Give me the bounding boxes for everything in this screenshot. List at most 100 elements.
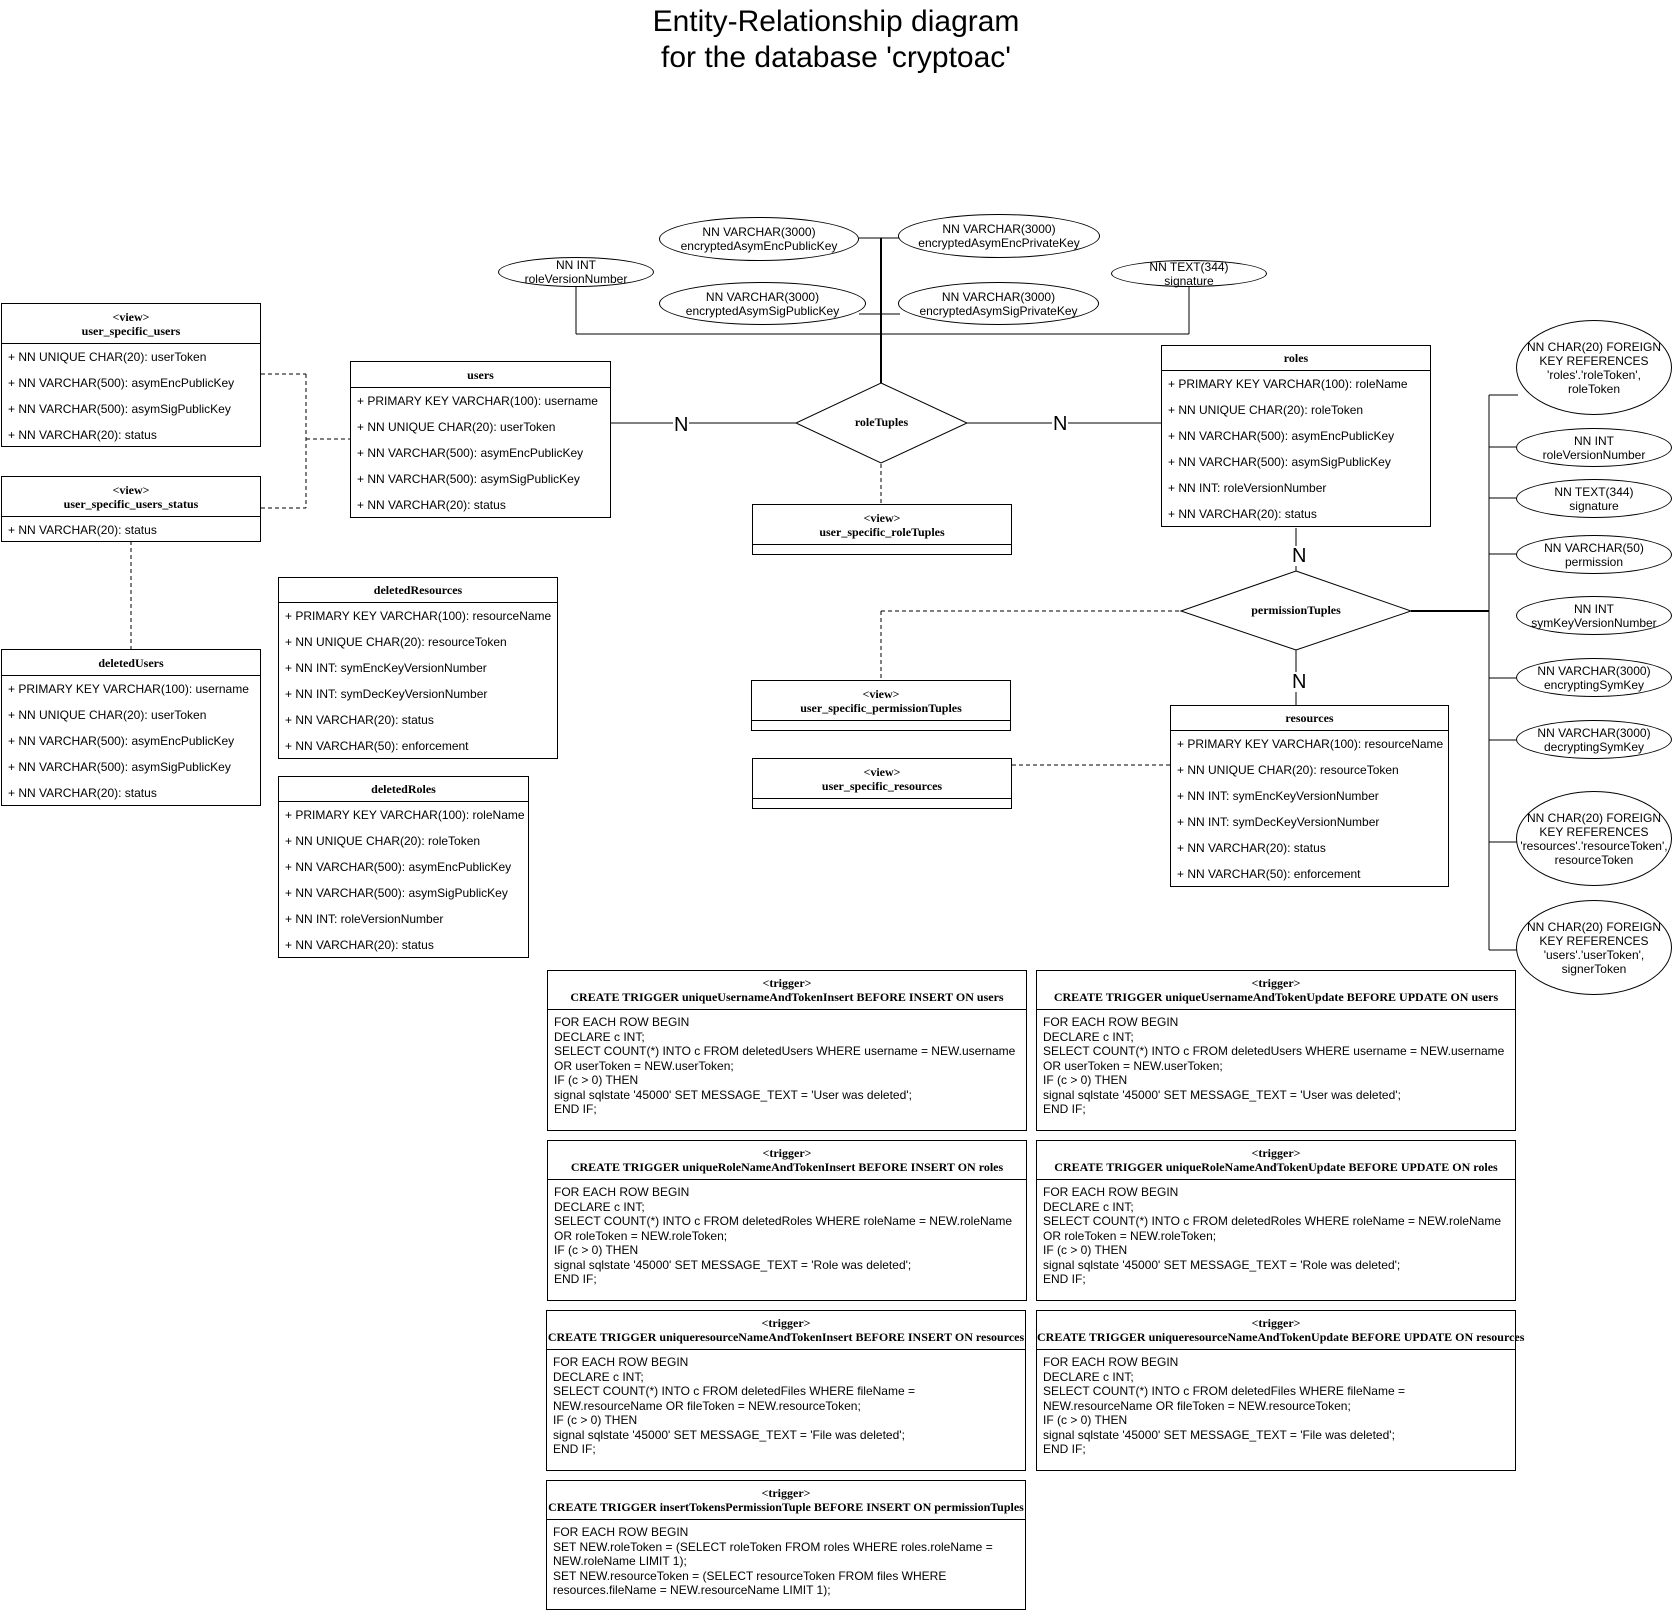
table-header: users (351, 362, 610, 388)
attr-name: encryptedAsymEncPrivateKey (918, 236, 1080, 250)
view-header: <view> user_specific_users (2, 304, 260, 344)
attr-roleTuples-signature: NN TEXT(344)signature (1111, 259, 1267, 288)
trigger-body: FOR EACH ROW BEGIN DECLARE c INT; SELECT… (554, 1185, 1012, 1286)
attr-name: signature (1164, 273, 1214, 288)
attr-permissionTuples-permission: NN VARCHAR(50)permission (1516, 535, 1672, 574)
trigger-header: <trigger> CREATE TRIGGER uniqueRoleNameA… (1037, 1141, 1515, 1180)
attr-text: 'roles'.'roleToken', (1547, 367, 1641, 382)
trigger-stereotype: <trigger> (1251, 1146, 1301, 1160)
column-row: + NN INT: symDecKeyVersionNumber (1177, 815, 1380, 829)
table-header: roles (1162, 346, 1430, 371)
attr-roleTuples-encryptedAsymEncPrivateKey: NN VARCHAR(3000)encryptedAsymEncPrivateK… (898, 214, 1100, 258)
attr-name: permission (1564, 554, 1623, 569)
view-name: user_specific_permissionTuples (800, 700, 962, 715)
view-user-specific-resources: <view> user_specific_resources (752, 758, 1012, 809)
permissionTuples-label: permissionTuples (1251, 603, 1341, 617)
trigger-body: FOR EACH ROW BEGIN DECLARE c INT; SELECT… (1043, 1185, 1501, 1286)
column-row: + NN VARCHAR(20): status (1168, 507, 1317, 521)
attr-roleTuples-encryptedAsymEncPublicKey: NN VARCHAR(3000)encryptedAsymEncPublicKe… (659, 217, 859, 261)
view-stereotype: <view> (862, 686, 900, 701)
view-header: <view> user_specific_users_status (2, 477, 260, 517)
trigger-name: CREATE TRIGGER uniqueresourceNameAndToke… (1037, 1330, 1525, 1344)
table-roles: roles + PRIMARY KEY VARCHAR(100): roleNa… (1161, 345, 1431, 527)
attr-name: symKeyVersionNumber (1531, 615, 1657, 630)
attr-name: encryptedAsymSigPrivateKey (919, 303, 1078, 318)
cardinality-resources-permissionTuples: N (1291, 671, 1308, 693)
trigger-uniqueRoleNameAndTokenUpdate: <trigger> CREATE TRIGGER uniqueRoleNameA… (1036, 1140, 1516, 1301)
attr-type: NN TEXT(344) (1554, 484, 1634, 499)
attr-type: NN VARCHAR(3000) (942, 222, 1056, 236)
column-row: + NN VARCHAR(20): status (285, 713, 434, 727)
column-row: + NN INT: roleVersionNumber (285, 912, 444, 926)
trigger-insertTokensPermissionTuple: <trigger> CREATE TRIGGER insertTokensPer… (546, 1480, 1026, 1610)
trigger-body: FOR EACH ROW BEGIN DECLARE c INT; SELECT… (1043, 1355, 1405, 1456)
column-row: + PRIMARY KEY VARCHAR(100): username (8, 682, 249, 696)
table-resources: resources + PRIMARY KEY VARCHAR(100): re… (1170, 705, 1449, 887)
view-user-specific-roleTuples: <view> user_specific_roleTuples (752, 504, 1012, 555)
attr-type: NN TEXT(344) (1149, 259, 1229, 274)
view-header: <view> user_specific_resources (753, 759, 1011, 799)
view-user-specific-users: <view> user_specific_users + NN UNIQUE C… (1, 303, 261, 447)
view-body (753, 545, 1011, 555)
trigger-name: CREATE TRIGGER uniqueUsernameAndTokenIns… (570, 990, 1004, 1004)
attr-roleTuples-encryptedAsymSigPublicKey: NN VARCHAR(3000)encryptedAsymSigPublicKe… (659, 282, 866, 325)
view-name: user_specific_resources (821, 778, 943, 793)
diagram-title-line2: for the database 'cryptoac' (661, 41, 1011, 74)
trigger-stereotype: <trigger> (1251, 976, 1301, 990)
cardinality-roles-permissionTuples: N (1291, 545, 1308, 567)
table-header: deletedUsers (2, 650, 260, 676)
column-row: + NN VARCHAR(500): asymSigPublicKey (1168, 455, 1391, 469)
trigger-header: <trigger> CREATE TRIGGER uniqueUsernameA… (1037, 971, 1515, 1010)
column-row: + NN INT: symEncKeyVersionNumber (285, 661, 487, 675)
column-row: + NN UNIQUE CHAR(20): resourceToken (1177, 763, 1399, 777)
table-deletedRoles: deletedRoles + PRIMARY KEY VARCHAR(100):… (278, 776, 529, 958)
view-stereotype: <view> (112, 482, 150, 497)
attr-name: decryptingSymKey (1543, 739, 1645, 754)
view-stereotype: <view> (112, 309, 150, 324)
view-stereotype: <view> (863, 510, 901, 525)
table-users: users + PRIMARY KEY VARCHAR(100): userna… (350, 361, 611, 518)
attr-type: NN VARCHAR(3000) (1537, 725, 1651, 740)
view-user-specific-users-status: <view> user_specific_users_status + NN V… (1, 476, 261, 542)
table-header: deletedResources (279, 578, 557, 603)
attr-text: NN CHAR(20) FOREIGN (1526, 339, 1661, 354)
column-row: + NN INT: symDecKeyVersionNumber (285, 687, 488, 701)
permissionTuples-diamond (1179, 570, 1413, 651)
column-row: + NN VARCHAR(500): asymSigPublicKey (285, 886, 508, 900)
attr-type: NN VARCHAR(3000) (702, 225, 816, 239)
column-row: + NN VARCHAR(500): asymEncPublicKey (8, 376, 235, 390)
trigger-name: CREATE TRIGGER uniqueresourceNameAndToke… (547, 1330, 1025, 1344)
column-row: + NN VARCHAR(20): status (8, 428, 157, 442)
attr-permissionTuples-decryptingSymKey: NN VARCHAR(3000)decryptingSymKey (1516, 720, 1672, 759)
column-row: + NN VARCHAR(20): status (8, 786, 157, 800)
column-row: + PRIMARY KEY VARCHAR(100): resourceName (1177, 737, 1444, 751)
column-row: + NN VARCHAR(500): asymEncPublicKey (8, 734, 235, 748)
view-name: user_specific_users (81, 323, 181, 338)
trigger-stereotype: <trigger> (762, 976, 812, 990)
column-row: + NN VARCHAR(20): status (1177, 841, 1326, 855)
trigger-stereotype: <trigger> (762, 1146, 812, 1160)
trigger-uniqueresourceNameAndTokenInsert: <trigger> CREATE TRIGGER uniqueresourceN… (546, 1310, 1026, 1471)
attr-type: NN VARCHAR(3000) (1537, 663, 1651, 678)
trigger-body: FOR EACH ROW BEGIN DECLARE c INT; SELECT… (554, 1015, 1016, 1116)
attr-name: encryptedAsymSigPublicKey (685, 303, 840, 318)
column-row: + NN UNIQUE CHAR(20): userToken (8, 708, 207, 722)
attr-type: NN VARCHAR(50) (1544, 540, 1644, 555)
roleTuples-label: roleTuples (854, 415, 909, 429)
column-row: + NN UNIQUE CHAR(20): resourceToken (285, 635, 507, 649)
attr-text: 'users'.'userToken', (1543, 947, 1645, 962)
column-row: + NN VARCHAR(500): asymSigPublicKey (8, 402, 231, 416)
trigger-body: FOR EACH ROW BEGIN DECLARE c INT; SELECT… (1043, 1015, 1505, 1116)
attr-text: KEY REFERENCES (1539, 824, 1649, 839)
trigger-name: CREATE TRIGGER uniqueRoleNameAndTokenUpd… (1054, 1160, 1498, 1174)
column-row: + NN VARCHAR(500): asymSigPublicKey (357, 472, 580, 486)
column-row: + NN UNIQUE CHAR(20): roleToken (1168, 403, 1364, 417)
cardinality-users-roleTuples: N (673, 414, 690, 436)
attr-permissionTuples-encryptingSymKey: NN VARCHAR(3000)encryptingSymKey (1516, 658, 1672, 697)
